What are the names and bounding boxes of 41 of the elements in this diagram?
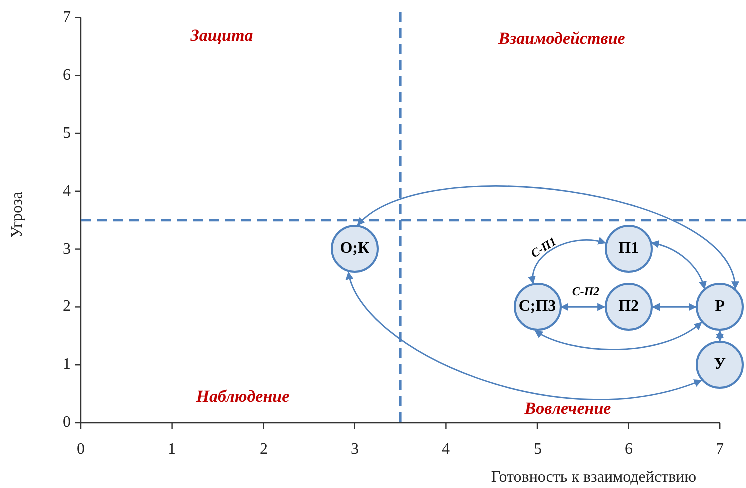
node-label: С;П3 <box>518 298 556 316</box>
arrow <box>716 330 724 342</box>
quadrant-label: Наблюдение <box>196 387 290 407</box>
axis-title: Угроза <box>9 192 27 238</box>
tick-label: 2 <box>63 298 71 316</box>
tick-label: 5 <box>63 125 71 143</box>
tick-label: 1 <box>63 356 71 374</box>
node-label: У <box>714 356 726 374</box>
node-label: П1 <box>618 240 640 258</box>
arrow <box>560 303 606 312</box>
node-circle <box>696 341 744 390</box>
quadrant-label: Защита <box>190 26 254 46</box>
tick-label: 5 <box>534 441 542 459</box>
arrow <box>534 322 702 351</box>
tick-label: 4 <box>442 441 450 459</box>
tick-label: 1 <box>168 441 176 459</box>
node-label: Р <box>715 298 725 316</box>
tick-label: 3 <box>351 441 359 459</box>
tick-label: 7 <box>716 441 724 459</box>
node-label: О;К <box>340 240 370 258</box>
edge-label: С-П2 <box>572 284 600 300</box>
arrow <box>347 272 702 400</box>
tick-label: 4 <box>63 183 71 201</box>
arrow <box>651 240 707 290</box>
quadrant-label: Вовлечение <box>524 399 612 419</box>
tick-label: 3 <box>63 241 71 259</box>
quadrant-label: Взаимодействие <box>498 29 626 49</box>
node-circle <box>696 283 744 332</box>
tick-label: 6 <box>625 441 633 459</box>
arrow <box>528 238 606 284</box>
tick-label: 6 <box>63 67 71 85</box>
arrow <box>652 303 697 312</box>
tick-label: 0 <box>63 414 71 432</box>
axis-title: Готовность к взаимодействию <box>491 469 697 487</box>
tick-label: 7 <box>63 9 71 27</box>
tick-label: 0 <box>77 441 85 459</box>
tick-label: 2 <box>260 441 268 459</box>
node-circle <box>514 283 562 332</box>
arrow <box>357 186 738 290</box>
node-label: П2 <box>618 298 640 316</box>
edge-label: С-П1 <box>528 234 560 262</box>
